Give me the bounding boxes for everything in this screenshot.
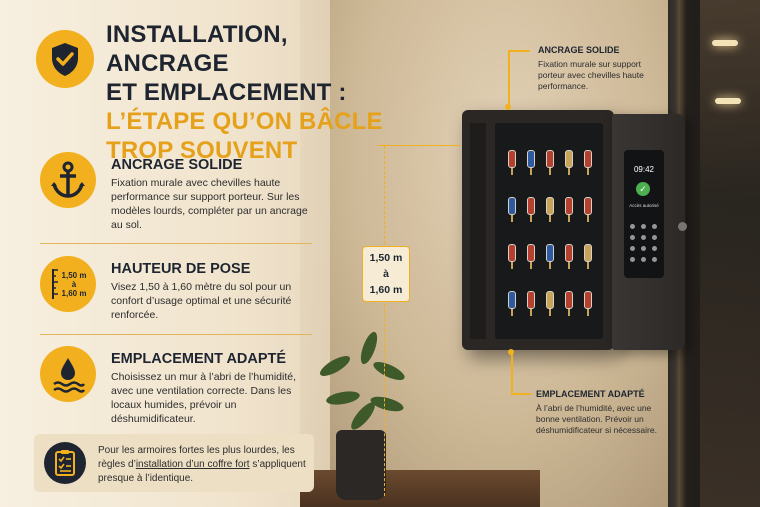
callout-line (508, 50, 530, 52)
key-tag (508, 197, 516, 215)
key (511, 309, 513, 316)
callout-line (511, 393, 531, 395)
key (587, 168, 589, 175)
key (568, 168, 570, 175)
key-tag (527, 197, 535, 215)
key (549, 168, 551, 175)
key-tag (565, 150, 573, 168)
height-ruler-icon: 1,50 m à 1,60 m (40, 256, 96, 312)
callout-dot (508, 349, 514, 355)
keypad-key (652, 257, 657, 262)
height-dimension-line (384, 304, 385, 496)
feature-title-height: HAUTEUR DE POSE (111, 261, 251, 277)
feature-title-anchoring: ANCRAGE SOLIDE (111, 157, 243, 173)
callout-text-anchoring: Fixation murale sur support porteur avec… (538, 59, 644, 91)
shield-check-icon (36, 30, 94, 88)
keypad-key (652, 246, 657, 251)
feature-text-location: Choisissez un mur à l’abri de l’humidité… (111, 371, 296, 425)
door-knob (678, 222, 687, 231)
divider (40, 243, 312, 244)
keypad-key (630, 235, 635, 240)
key-tag (508, 291, 516, 309)
safe-installation-link[interactable]: installation d’un coffre fort (135, 459, 250, 470)
key-tag (546, 291, 554, 309)
svg-text:à: à (72, 280, 77, 289)
feature-text-height: Visez 1,50 à 1,60 mètre du sol pour un c… (111, 281, 292, 321)
keypad-key (641, 235, 646, 240)
note-text: Pour les armoires fortes les plus lourde… (98, 445, 306, 484)
keypad-key (630, 257, 635, 262)
key (511, 215, 513, 222)
key-tag (565, 244, 573, 262)
key-tag (584, 291, 592, 309)
key (568, 262, 570, 269)
key (587, 215, 589, 222)
plant-pot (336, 430, 386, 500)
callout-dot (505, 104, 511, 110)
page-title: INSTALLATION, ANCRAGE ET EMPLACEMENT : L… (106, 21, 383, 164)
key-tag (527, 150, 535, 168)
glass-door (700, 0, 760, 507)
dimension-tick (378, 145, 460, 146)
keypad-status: Accès autorisé (629, 203, 659, 208)
key-tag (565, 197, 573, 215)
keypad-time: 09:42 (633, 165, 655, 174)
keypad-key (630, 246, 635, 251)
keypad-key (641, 224, 646, 229)
key (511, 262, 513, 269)
key (549, 309, 551, 316)
key (587, 262, 589, 269)
key-tag (584, 197, 592, 215)
key-tag (584, 244, 592, 262)
ceiling-lamp (712, 40, 738, 46)
keypad-key (652, 224, 657, 229)
anchor-icon (40, 152, 96, 208)
key-tag (546, 197, 554, 215)
svg-text:1,50 m: 1,50 m (62, 271, 87, 280)
key (530, 262, 532, 269)
keypad-key (641, 246, 646, 251)
svg-text:1,60 m: 1,60 m (62, 289, 87, 298)
key-tag (527, 291, 535, 309)
key-tag (508, 150, 516, 168)
ceiling-lamp (715, 98, 741, 104)
access-check-icon: ✓ (636, 182, 650, 196)
callout-line (511, 352, 513, 394)
key-tag (508, 244, 516, 262)
key (568, 215, 570, 222)
key-tag (546, 244, 554, 262)
checklist-icon (44, 442, 86, 484)
key-tag (565, 291, 573, 309)
height-dimension-line (384, 146, 385, 244)
key (568, 309, 570, 316)
keypad-screen (624, 150, 664, 278)
callout-title-anchoring: ANCRAGE SOLIDE (538, 45, 620, 55)
keypad-key (652, 235, 657, 240)
key (511, 168, 513, 175)
keypad-key (641, 257, 646, 262)
callout-line (508, 50, 510, 106)
key (530, 168, 532, 175)
height-dimension-label: 1,50 m à 1,60 m (362, 246, 410, 302)
callout-title-location: EMPLACEMENT ADAPTÉ (536, 389, 645, 399)
key (587, 309, 589, 316)
keypad-key (630, 224, 635, 229)
callout-text-location: À l’abri de l’humidité, avec une bonne v… (536, 403, 657, 435)
feature-title-location: EMPLACEMENT ADAPTÉ (111, 351, 287, 367)
water-drop-icon (40, 346, 96, 402)
key (549, 262, 551, 269)
feature-text-anchoring: Fixation murale avec chevilles haute per… (111, 177, 308, 231)
key-tag (527, 244, 535, 262)
key-tag (584, 150, 592, 168)
key (530, 309, 532, 316)
divider (40, 334, 312, 335)
key (549, 215, 551, 222)
key (530, 215, 532, 222)
key-tag (546, 150, 554, 168)
